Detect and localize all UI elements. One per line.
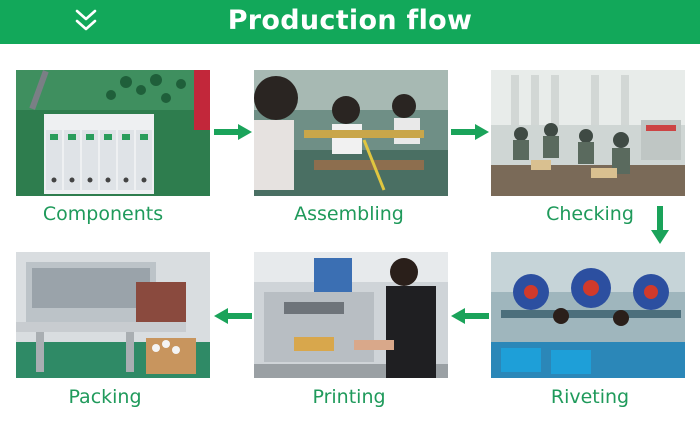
step-label-riveting: Riveting <box>550 386 630 408</box>
arrow-down-icon <box>651 206 669 244</box>
step-label-assembling: Assembling <box>294 203 404 225</box>
printing-photo <box>254 252 448 378</box>
step-label-checking: Checking <box>546 203 634 225</box>
step-label-printing: Printing <box>312 386 386 408</box>
header-banner <box>0 0 700 44</box>
arrow-left-icon <box>451 308 489 324</box>
packing-photo <box>16 252 210 378</box>
components-photo <box>16 70 210 196</box>
checking-photo <box>491 70 685 196</box>
arrow-right-icon <box>451 124 489 140</box>
arrow-left-icon <box>214 308 252 324</box>
page-title: Production flow <box>227 5 473 36</box>
arrow-right-icon <box>214 124 252 140</box>
double-chevron-down-icon <box>75 9 97 31</box>
assembling-photo <box>254 70 448 196</box>
step-label-components: Components <box>42 203 164 225</box>
riveting-photo <box>491 252 685 378</box>
step-label-packing: Packing <box>68 386 142 408</box>
